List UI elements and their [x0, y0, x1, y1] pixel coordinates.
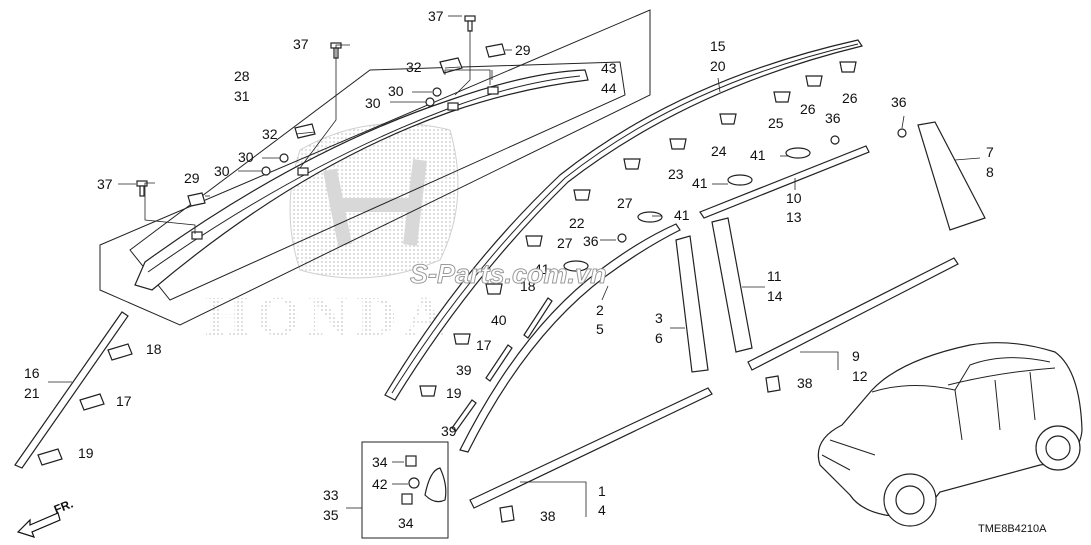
callout-label: 26: [842, 90, 858, 106]
roof-molding: [384, 39, 863, 401]
callout-label: 36: [825, 110, 841, 126]
side-clips: [37, 343, 133, 466]
callout-label: 18: [520, 278, 536, 294]
callout-label: 10: [786, 190, 802, 206]
callout-label: 4: [598, 502, 606, 518]
callout-label: 23: [668, 166, 684, 182]
callout-label: 35: [323, 507, 339, 523]
callout-label: 15: [710, 38, 726, 54]
callout-label: 39: [441, 423, 457, 439]
roof-molding-clips: [419, 61, 857, 397]
callout-label: 12: [852, 368, 868, 384]
callout-label: 41: [692, 175, 708, 191]
callout-label: 41: [534, 261, 550, 277]
front-direction-label: FR.: [52, 497, 75, 517]
roof-leader-lines: [144, 30, 512, 234]
callout-label: 40: [491, 312, 507, 328]
callout-label: 9: [852, 348, 860, 364]
callout-label: 21: [24, 385, 40, 401]
callout-label: 31: [234, 88, 250, 104]
callout-label: 39: [456, 362, 472, 378]
pillar-garnish-front: [675, 235, 709, 373]
roof-rail-group-box: [99, 9, 651, 326]
callout-label: 24: [711, 143, 727, 159]
callout-label: 17: [476, 337, 492, 353]
callout-label: 1: [598, 483, 606, 499]
callout-label: 14: [767, 288, 783, 304]
callout-label: 20: [710, 58, 726, 74]
callout-label: 18: [146, 341, 162, 357]
front-direction-arrow-icon: [16, 512, 61, 538]
callout-label: 11: [767, 268, 782, 284]
windshield-molding: [14, 311, 129, 469]
callout-label: 6: [655, 330, 663, 346]
watermark-text: S-Parts.com.vn: [410, 259, 607, 289]
quarter-garnish: [917, 121, 986, 231]
callout-label: 41: [674, 207, 690, 223]
callout-labels: 37 37 37 32 32 29 29 43 44 28 31 30 30 3…: [24, 8, 994, 531]
callout-label: 16: [24, 365, 40, 381]
callout-label: 22: [569, 215, 585, 231]
belt-molding-rear: [747, 257, 959, 371]
callout-label: 3: [655, 310, 663, 326]
callout-label: 37: [293, 36, 309, 52]
pillar-garnish-rear: [711, 217, 753, 353]
tape-icons: [451, 297, 553, 432]
small-parts-box: [361, 441, 449, 539]
callout-label: 29: [515, 42, 531, 58]
callout-label: 2: [596, 302, 604, 318]
callout-label: 36: [891, 94, 907, 110]
callout-label: 30: [238, 149, 254, 165]
callout-label: 28: [234, 68, 250, 84]
callout-leaders: [118, 15, 905, 509]
cap-icons: [187, 43, 506, 207]
callout-label: 30: [388, 83, 404, 99]
callout-label: 29: [184, 170, 200, 186]
callout-label: 13: [786, 209, 802, 225]
callout-label: 26: [800, 101, 816, 117]
callout-label: 37: [428, 8, 444, 24]
callout-label: 25: [768, 115, 784, 131]
callout-label: 34: [372, 454, 388, 470]
roof-rail-edge: [147, 75, 581, 273]
callout-label: 17: [116, 393, 132, 409]
belt-molding-front: [469, 387, 713, 509]
callout-label: 38: [540, 508, 556, 524]
seal-icons: [563, 147, 811, 272]
callout-label: 42: [372, 476, 388, 492]
callout-label: 19: [446, 385, 462, 401]
callout-label: 5: [596, 321, 604, 337]
honda-logo-text: HONDA: [205, 286, 453, 348]
callout-label: 41: [750, 147, 766, 163]
diagram-code: TME8B4210A: [978, 523, 1047, 535]
callout-label: 37: [97, 176, 113, 192]
roof-rail-clips: [191, 86, 499, 240]
callout-label: 8: [986, 164, 994, 180]
roof-rail: [134, 69, 589, 291]
callout-label: 43: [601, 60, 617, 76]
callout-label: 32: [406, 59, 422, 75]
callout-label: 27: [617, 195, 633, 211]
roof-rail-inner-box: [129, 61, 626, 301]
callout-label: 27: [557, 235, 573, 251]
callout-label: 19: [78, 445, 94, 461]
door-molding: [459, 223, 681, 453]
callout-label: 36: [583, 233, 599, 249]
small-parts: [401, 455, 447, 505]
callout-label: 7: [986, 144, 994, 160]
vehicle-illustration: [817, 342, 1083, 527]
callout-label: 32: [262, 126, 278, 142]
callout-label: 30: [365, 95, 381, 111]
callout-label: 38: [797, 375, 813, 391]
belt-molding-upper: [699, 145, 870, 219]
callout-label: 34: [398, 515, 414, 531]
callout-label: 44: [601, 80, 617, 96]
callout-label: 30: [214, 163, 230, 179]
callout-label: 33: [323, 487, 339, 503]
